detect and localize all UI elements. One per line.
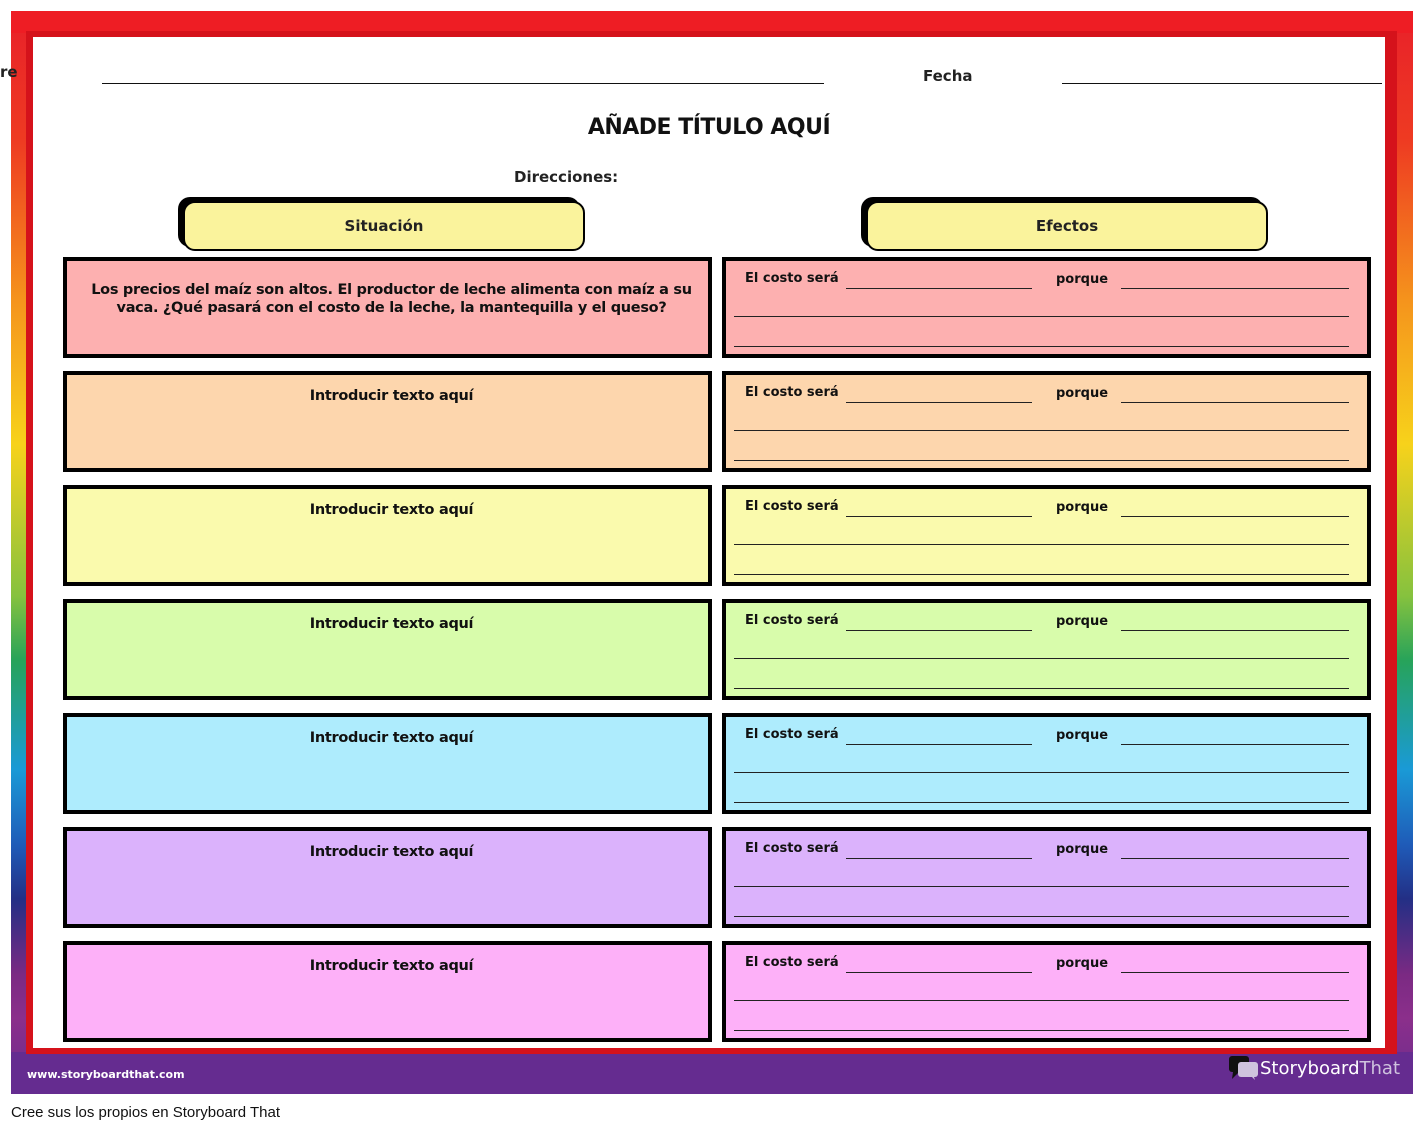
situation-text[interactable]: Introducir texto aquí: [309, 616, 474, 632]
explanation-line[interactable]: [734, 1030, 1349, 1031]
speech-bubble-icon: [1229, 1056, 1258, 1080]
effect-box[interactable]: El costo será porque: [722, 371, 1371, 472]
cost-answer-line[interactable]: [846, 630, 1032, 631]
cost-label: El costo será: [745, 841, 839, 856]
explanation-line[interactable]: [734, 658, 1349, 659]
situation-text[interactable]: Introducir texto aquí: [309, 388, 474, 404]
situation-text[interactable]: Introducir texto aquí: [309, 958, 474, 974]
because-label: porque: [1056, 386, 1109, 401]
because-answer-line[interactable]: [1121, 288, 1349, 289]
date-line[interactable]: [1062, 83, 1382, 84]
cost-label: El costo será: [745, 727, 839, 742]
effect-box[interactable]: El costo será porque: [722, 827, 1371, 928]
cost-answer-line[interactable]: [846, 402, 1032, 403]
cost-answer-line[interactable]: [846, 516, 1032, 517]
date-label: Fecha: [923, 67, 973, 85]
effect-box[interactable]: El costo será porque: [722, 485, 1371, 586]
because-answer-line[interactable]: [1121, 972, 1349, 973]
directions-label[interactable]: Direcciones:: [514, 168, 619, 186]
because-label: porque: [1056, 614, 1109, 629]
situation-box[interactable]: Introducir texto aquí: [63, 371, 712, 472]
name-line[interactable]: [102, 83, 824, 84]
because-answer-line[interactable]: [1121, 630, 1349, 631]
because-label: porque: [1056, 728, 1109, 743]
name-label: re: [0, 63, 18, 81]
frame-top-band: [11, 11, 1413, 33]
cost-label: El costo será: [745, 955, 839, 970]
cost-label: El costo será: [745, 385, 839, 400]
frame-bottom-band: [11, 1052, 1413, 1094]
explanation-line[interactable]: [734, 772, 1349, 773]
situation-text[interactable]: Introducir texto aquí: [309, 844, 474, 860]
credit-text[interactable]: Cree sus los propios en Storyboard That: [11, 1104, 281, 1121]
rainbow-frame: Fecha AÑADE TÍTULO AQUÍ Direcciones: Sit…: [11, 11, 1413, 1094]
explanation-line[interactable]: [734, 346, 1349, 347]
because-label: porque: [1056, 500, 1109, 515]
explanation-line[interactable]: [734, 460, 1349, 461]
cost-answer-line[interactable]: [846, 972, 1032, 973]
worksheet: Fecha AÑADE TÍTULO AQUÍ Direcciones: Sit…: [33, 37, 1385, 1048]
logo-text-accent: That: [1359, 1057, 1401, 1079]
situation-box[interactable]: Introducir texto aquí: [63, 599, 712, 700]
effect-box[interactable]: El costo será porque: [722, 257, 1371, 358]
effect-box[interactable]: El costo será porque: [722, 713, 1371, 814]
situation-box[interactable]: Introducir texto aquí: [63, 485, 712, 586]
explanation-line[interactable]: [734, 430, 1349, 431]
footer-url: www.storyboardthat.com: [27, 1068, 185, 1081]
explanation-line[interactable]: [734, 544, 1349, 545]
situation-box[interactable]: Introducir texto aquí: [63, 713, 712, 814]
worksheet-border: Fecha AÑADE TÍTULO AQUÍ Direcciones: Sit…: [26, 31, 1397, 1054]
situation-header: Situación: [183, 201, 585, 251]
situation-text[interactable]: Los precios del maíz son altos. El produ…: [91, 282, 692, 316]
cost-answer-line[interactable]: [846, 744, 1032, 745]
because-answer-line[interactable]: [1121, 744, 1349, 745]
explanation-line[interactable]: [734, 1000, 1349, 1001]
because-answer-line[interactable]: [1121, 516, 1349, 517]
because-answer-line[interactable]: [1121, 402, 1349, 403]
logo-text-main: Storyboard: [1260, 1057, 1360, 1079]
situation-box[interactable]: Introducir texto aquí: [63, 827, 712, 928]
because-label: porque: [1056, 272, 1109, 287]
explanation-line[interactable]: [734, 802, 1349, 803]
explanation-line[interactable]: [734, 886, 1349, 887]
because-label: porque: [1056, 842, 1109, 857]
explanation-line[interactable]: [734, 916, 1349, 917]
situation-text[interactable]: Introducir texto aquí: [309, 730, 474, 746]
effect-box[interactable]: El costo será porque: [722, 599, 1371, 700]
cost-label: El costo será: [745, 271, 839, 286]
effect-box[interactable]: El costo será porque: [722, 941, 1371, 1042]
cost-answer-line[interactable]: [846, 288, 1032, 289]
page-title[interactable]: AÑADE TÍTULO AQUÍ: [587, 115, 831, 140]
because-answer-line[interactable]: [1121, 858, 1349, 859]
situation-box[interactable]: Los precios del maíz son altos. El produ…: [63, 257, 712, 358]
effects-header: Efectos: [866, 201, 1268, 251]
explanation-line[interactable]: [734, 316, 1349, 317]
situation-box[interactable]: Introducir texto aquí: [63, 941, 712, 1042]
cost-label: El costo será: [745, 613, 839, 628]
because-label: porque: [1056, 956, 1109, 971]
situation-text[interactable]: Introducir texto aquí: [309, 502, 474, 518]
explanation-line[interactable]: [734, 574, 1349, 575]
explanation-line[interactable]: [734, 688, 1349, 689]
cost-label: El costo será: [745, 499, 839, 514]
cost-answer-line[interactable]: [846, 858, 1032, 859]
